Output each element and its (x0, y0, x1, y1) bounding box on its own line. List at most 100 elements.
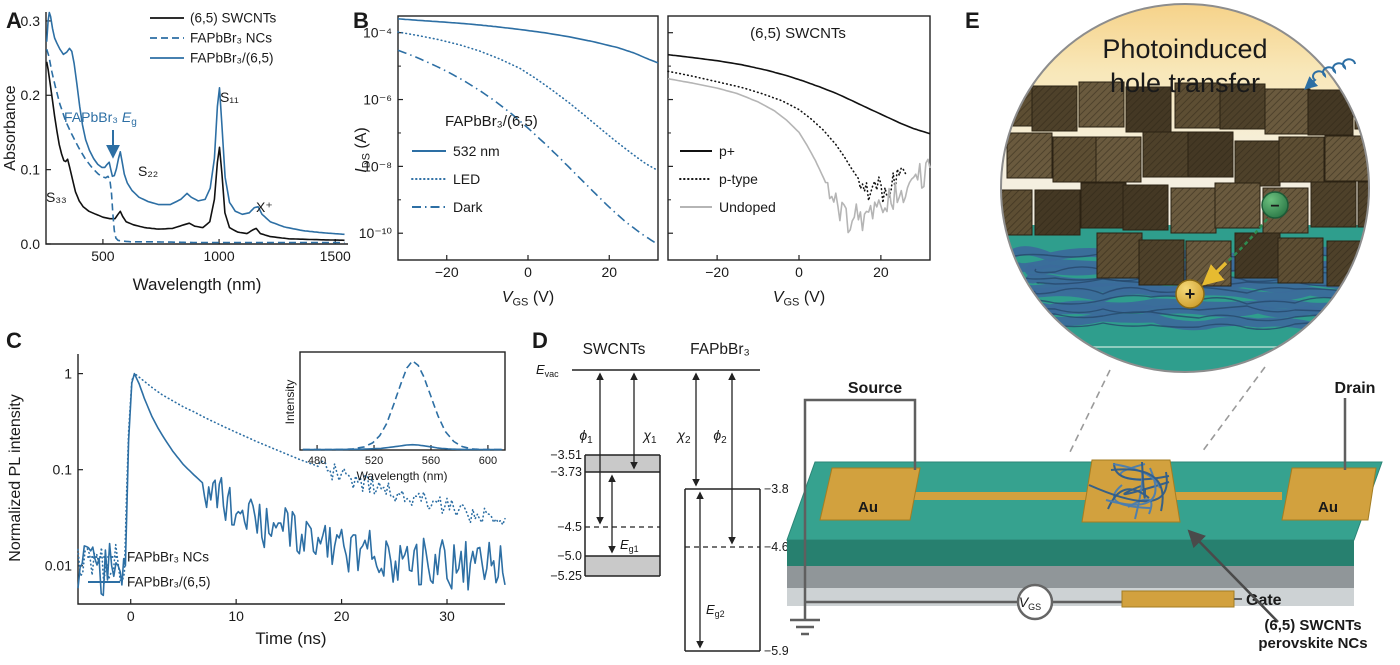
a-xaxis-label: Wavelength (nm) (133, 275, 262, 294)
y-tick-label: 0.2 (21, 87, 41, 103)
cnt-strand (1113, 484, 1151, 509)
c-legend-label-hybrid: FAPbBr₃/(6,5) (127, 575, 211, 590)
d-level-373: −3.73 (550, 465, 582, 479)
a-ann-s33: S₃₃ (46, 189, 67, 205)
source-wire (803, 398, 917, 602)
y-tick-label: 0.1 (53, 462, 73, 478)
d-level-38: −3.8 (764, 482, 788, 496)
perovskite-cube-hatch (1007, 133, 1052, 178)
panel-d: D SWCNTs FAPbBr₃ Evac −3.51 −3.73 −4.5 −… (532, 328, 788, 658)
vgs-meter-label: VGS (1019, 594, 1041, 612)
series-led (397, 31, 659, 172)
perovskite-cube-hatch (1279, 137, 1324, 182)
y-tick-label: 0.01 (45, 558, 72, 574)
zoom-circle-art (1001, 80, 1400, 372)
y-tick-label: 0.0 (21, 236, 41, 252)
x-tick-label: 500 (91, 248, 115, 264)
cnt-strand (1112, 463, 1161, 489)
perovskite-cube-hatch (1265, 89, 1310, 134)
perovskite-cube-hatch (1355, 84, 1369, 129)
d-title-swcnts: SWCNTs (583, 341, 646, 358)
c-inset-yaxis-label: Intensity (283, 380, 297, 425)
cnt-strand (1110, 468, 1164, 512)
perovskite-cube-hatch (1235, 141, 1280, 186)
panel-label-d: D (532, 328, 548, 353)
nanotube-texture (1021, 294, 1344, 305)
cnt-pointer-arrow (1187, 529, 1279, 623)
x-tick-label: 20 (873, 264, 889, 280)
a-legend-label-ncs: FAPbBr₃ NCs (190, 31, 272, 46)
perovskite-cube-hatch (1097, 233, 1142, 278)
c-inset-background (300, 352, 505, 450)
panel-label-c: C (6, 328, 22, 353)
b1-legend-label-led: LED (453, 171, 480, 187)
c-legend-label-ncs: FAPbBr₃ NCs (127, 550, 209, 565)
series-dark (397, 49, 657, 244)
d-level-525: −5.25 (550, 569, 582, 583)
b-yaxis-label: IDS (A) (353, 127, 373, 173)
cnt-strand (1113, 462, 1170, 481)
y-tick-label: 10⁻⁶ (363, 91, 392, 107)
perovskite-crystal-layer (1001, 80, 1400, 287)
perovskite-cube-hatch (1325, 136, 1369, 181)
electron-minus-sign: − (1270, 198, 1279, 215)
x-tick-label: 0 (127, 608, 135, 624)
x-tick-label: 20 (601, 264, 617, 280)
source-label: Source (848, 380, 902, 397)
perovskite-cube-hatch (1188, 132, 1233, 177)
x-tick-label: 520 (365, 455, 383, 467)
y-tick-label: 10⁻¹⁰ (359, 225, 393, 241)
a-legend: (6,5) SWCNTs FAPbBr₃ NCs FAPbBr₃/(6,5) (150, 11, 277, 66)
cnt-network (1088, 461, 1170, 520)
d-swcnt-band-top (585, 455, 660, 472)
perovskite-cube-hatch (1220, 84, 1265, 129)
series-fapbbr-ncs (77, 372, 506, 586)
b2-xaxis-label: VGS (V) (773, 289, 825, 309)
c-yaxis-label: Normalized PL intensity (7, 394, 24, 561)
zoom-circle-outline (1000, 3, 1370, 373)
perovskite-cube-hatch (1081, 183, 1126, 228)
x-tick-label: 560 (422, 455, 440, 467)
series-532-nm (397, 18, 659, 64)
nanotube-texture (1033, 286, 1344, 295)
perovskite-cube (1373, 140, 1400, 185)
perovskite-cube-hatch (1096, 137, 1141, 182)
zoom-connector-left (1069, 369, 1111, 453)
x-tick-label: 20 (334, 608, 350, 624)
b2-legend-label-ptype: p-type (719, 171, 758, 187)
series-fapbbr-ncs (45, 48, 345, 244)
zoom-connector-right (1201, 366, 1266, 453)
perovskite-cube-hatch (1053, 137, 1098, 182)
perovskite-cube-hatch (1311, 182, 1356, 227)
perovskite-cube-hatch (1139, 240, 1184, 285)
a-yaxis-label: Absorbance (2, 85, 19, 170)
a-ann-s11: S₁₁ (220, 89, 239, 105)
d-evac-label: Evac (536, 362, 559, 379)
transfer-arrow-gold (1201, 261, 1228, 286)
d-eg1-label: Eg1 (620, 537, 639, 554)
perovskite-cube-hatch (1308, 90, 1353, 135)
a-legend-label-hybrid: FAPbBr₃/(6,5) (190, 51, 274, 66)
d-swcnt-band-bottom (585, 556, 660, 576)
perovskite-cube-hatch (1375, 231, 1400, 276)
perovskite-cube-hatch (1032, 86, 1077, 131)
perovskite-cube-hatch (1001, 190, 1032, 235)
circle-title-line2: hole transfer (1110, 68, 1260, 98)
panel-label-a: A (6, 8, 22, 33)
perovskite-cube-hatch (1215, 183, 1260, 228)
b1-legend-label-dark: Dark (453, 199, 484, 215)
d-title-fapbbr3: FAPbBr₃ (690, 341, 750, 358)
a-legend-label-swcnt: (6,5) SWCNTs (190, 11, 277, 26)
perovskite-cube-hatch (1327, 241, 1369, 286)
x-tick-label: 30 (439, 608, 455, 624)
y-tick-label: 10⁻⁸ (363, 158, 392, 174)
d-level-45: −4.5 (557, 520, 582, 534)
perovskite-cube-hatch (1175, 83, 1220, 128)
